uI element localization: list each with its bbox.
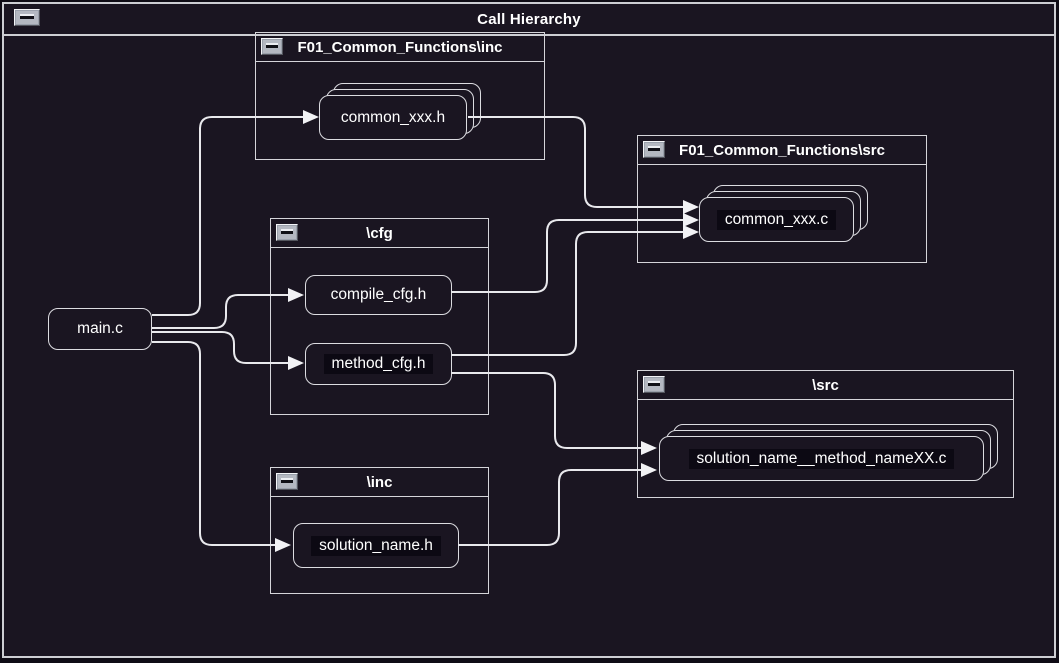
group-common-inc-header: F01_Common_Functions\inc — [256, 33, 544, 62]
group-src-header: \src — [638, 371, 1013, 400]
group-title: \inc — [366, 473, 393, 491]
node-label: solution_name.h — [311, 535, 441, 556]
minus-icon — [19, 16, 35, 19]
node-common-xxx-c[interactable]: common_xxx.c — [699, 185, 868, 242]
edge-main-to-compile-cfg — [152, 294, 288, 329]
group-common-inc: F01_Common_Functions\inc — [255, 32, 545, 160]
node-common-xxx-c-front[interactable]: common_xxx.c — [699, 197, 854, 242]
node-compile-cfg-h[interactable]: compile_cfg.h — [305, 275, 452, 315]
edge-main-to-solution-h — [152, 341, 275, 546]
minus-icon — [647, 148, 661, 151]
group-inc-header: \inc — [271, 468, 488, 497]
group-title: \cfg — [366, 224, 393, 242]
group-common-src-header: F01_Common_Functions\src — [638, 136, 926, 165]
node-common-xxx-h-front[interactable]: common_xxx.h — [319, 95, 467, 140]
window-titlebar: Call Hierarchy — [4, 4, 1054, 36]
node-label: solution_name__method_nameXX.c — [688, 448, 955, 469]
minus-icon — [280, 480, 294, 483]
minus-icon — [265, 45, 279, 48]
window-title: Call Hierarchy — [477, 10, 581, 28]
node-label: method_cfg.h — [323, 354, 434, 374]
group-src: \src — [637, 370, 1014, 498]
node-label: common_xxx.h — [340, 108, 446, 126]
node-label: common_xxx.c — [716, 209, 837, 230]
node-solution-method-c[interactable]: solution_name__method_nameXX.c — [659, 424, 998, 481]
group-cfg: \cfg — [270, 218, 489, 415]
group-cfg-header: \cfg — [271, 219, 488, 248]
collapse-button[interactable] — [261, 38, 283, 55]
edge-main-to-method-cfg — [152, 331, 288, 364]
node-label: compile_cfg.h — [330, 286, 427, 303]
minus-icon — [280, 231, 294, 234]
node-main-c[interactable]: main.c — [48, 308, 152, 350]
node-method-cfg-h[interactable]: method_cfg.h — [305, 343, 452, 385]
collapse-button[interactable] — [643, 141, 665, 158]
group-title: F01_Common_Functions\inc — [297, 38, 503, 56]
node-common-xxx-h[interactable]: common_xxx.h — [319, 83, 481, 140]
node-solution-method-c-front[interactable]: solution_name__method_nameXX.c — [659, 436, 984, 481]
node-label: main.c — [77, 320, 123, 337]
minus-icon — [647, 383, 661, 386]
window-minimize-button[interactable] — [14, 9, 40, 26]
collapse-button[interactable] — [276, 473, 298, 490]
collapse-button[interactable] — [643, 376, 665, 393]
group-title: \src — [812, 376, 839, 394]
node-solution-name-h[interactable]: solution_name.h — [293, 523, 459, 568]
collapse-button[interactable] — [276, 224, 298, 241]
group-title: F01_Common_Functions\src — [679, 141, 885, 159]
